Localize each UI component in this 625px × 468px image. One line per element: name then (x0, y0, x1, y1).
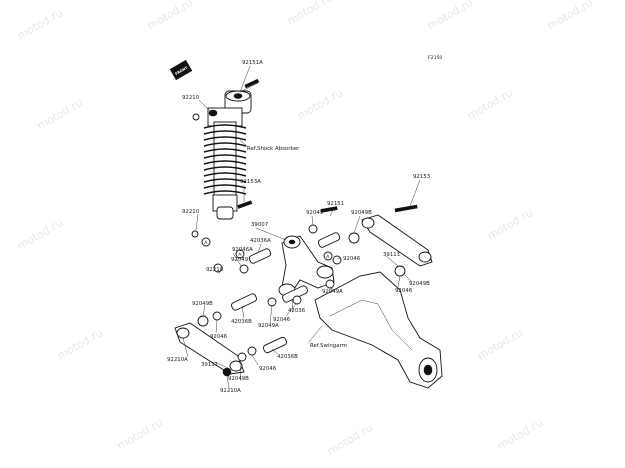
part-label-92046: 92046 (259, 366, 277, 372)
watermark: motod.ru (465, 86, 515, 122)
part-label-92210a: 92210A (167, 357, 188, 363)
watermark: motod.ru (545, 0, 595, 33)
circle-a-marker: A (201, 237, 211, 247)
tie-rod-lower (174, 322, 245, 375)
part-label-92210: 92210 (206, 267, 224, 273)
part-label-39007: 39007 (251, 222, 268, 228)
watermark: motod.ru (115, 416, 165, 452)
watermark: motod.ru (495, 416, 545, 452)
part-label-92049: 92049 (306, 210, 324, 216)
part-label-92049b: 92049B (409, 281, 430, 287)
part-label-92210a: 92210A (220, 388, 241, 394)
ref-shock-absorber: Ref.Shock Absorber (247, 146, 300, 152)
circle-a-marker: A (235, 249, 245, 259)
circle-a-label: A (326, 254, 330, 260)
watermark: motod.ru (55, 326, 105, 362)
part-label-92049: 92049 (231, 257, 249, 263)
ref-swingarm: Ref.Swingarm (310, 343, 347, 349)
part-label-92049a: 92049A (322, 289, 343, 295)
watermark: motod.ru (295, 86, 345, 122)
figure-code: F2150 (428, 55, 442, 61)
part-label-92153a: 92153A (240, 179, 261, 185)
part-label-42036: 42036 (288, 308, 306, 314)
watermark: motod.ru (145, 0, 195, 33)
part-label-92046a: 92046A (232, 247, 253, 253)
part-label-92049b: 92049B (351, 210, 372, 216)
part-labels: 92151A 92210 Ref.Shock Absorber 92153A 9… (167, 60, 430, 394)
part-label-39111: 39111 (201, 362, 218, 368)
part-label-39111: 39111 (383, 252, 400, 258)
rocker-arm (278, 235, 335, 297)
washers (197, 206, 406, 377)
part-label-92046: 92046 (343, 256, 361, 262)
part-label-92046: 92046 (395, 288, 413, 294)
circle-a-marker: A (323, 251, 333, 261)
watermark: motod.ru (35, 96, 85, 132)
part-label-92049b: 92049B (192, 301, 213, 307)
part-label-92210: 92210 (182, 95, 200, 101)
watermark: motod.ru (425, 0, 475, 33)
front-badge-label: FRONT (174, 65, 188, 76)
part-label-42036a: 42036A (250, 238, 271, 244)
leader-lines (182, 65, 421, 389)
part-label-42036b: 42036B (277, 354, 298, 360)
shock-absorber (191, 78, 260, 238)
sleeves (231, 232, 341, 354)
watermark: motod.ru (15, 216, 65, 252)
part-label-92151a: 92151A (242, 60, 263, 66)
part-label-92151: 92151 (327, 201, 344, 207)
tie-rod-upper (361, 204, 433, 267)
part-label-92049b: 92049B (228, 376, 249, 382)
circle-a-label: A (204, 240, 208, 246)
front-badge: FRONT (169, 59, 193, 81)
watermark: motod.ru (285, 0, 335, 28)
part-label-92046: 92046 (210, 334, 228, 340)
part-label-42036b: 42036B (231, 319, 252, 325)
watermark: motod.ru (15, 6, 65, 42)
watermark: motod.ru (485, 206, 535, 242)
part-label-92046: 92046 (273, 317, 291, 323)
part-label-92153: 92153 (413, 174, 430, 180)
swingarm (314, 271, 443, 389)
watermark-layer: motod.ru motod.ru motod.ru motod.ru moto… (15, 0, 595, 458)
circle-a-label: A (238, 252, 242, 258)
watermark: motod.ru (475, 326, 525, 362)
part-label-92210: 92210 (182, 209, 200, 215)
watermark: motod.ru (325, 421, 375, 457)
part-label-92049a: 92049A (258, 323, 279, 329)
